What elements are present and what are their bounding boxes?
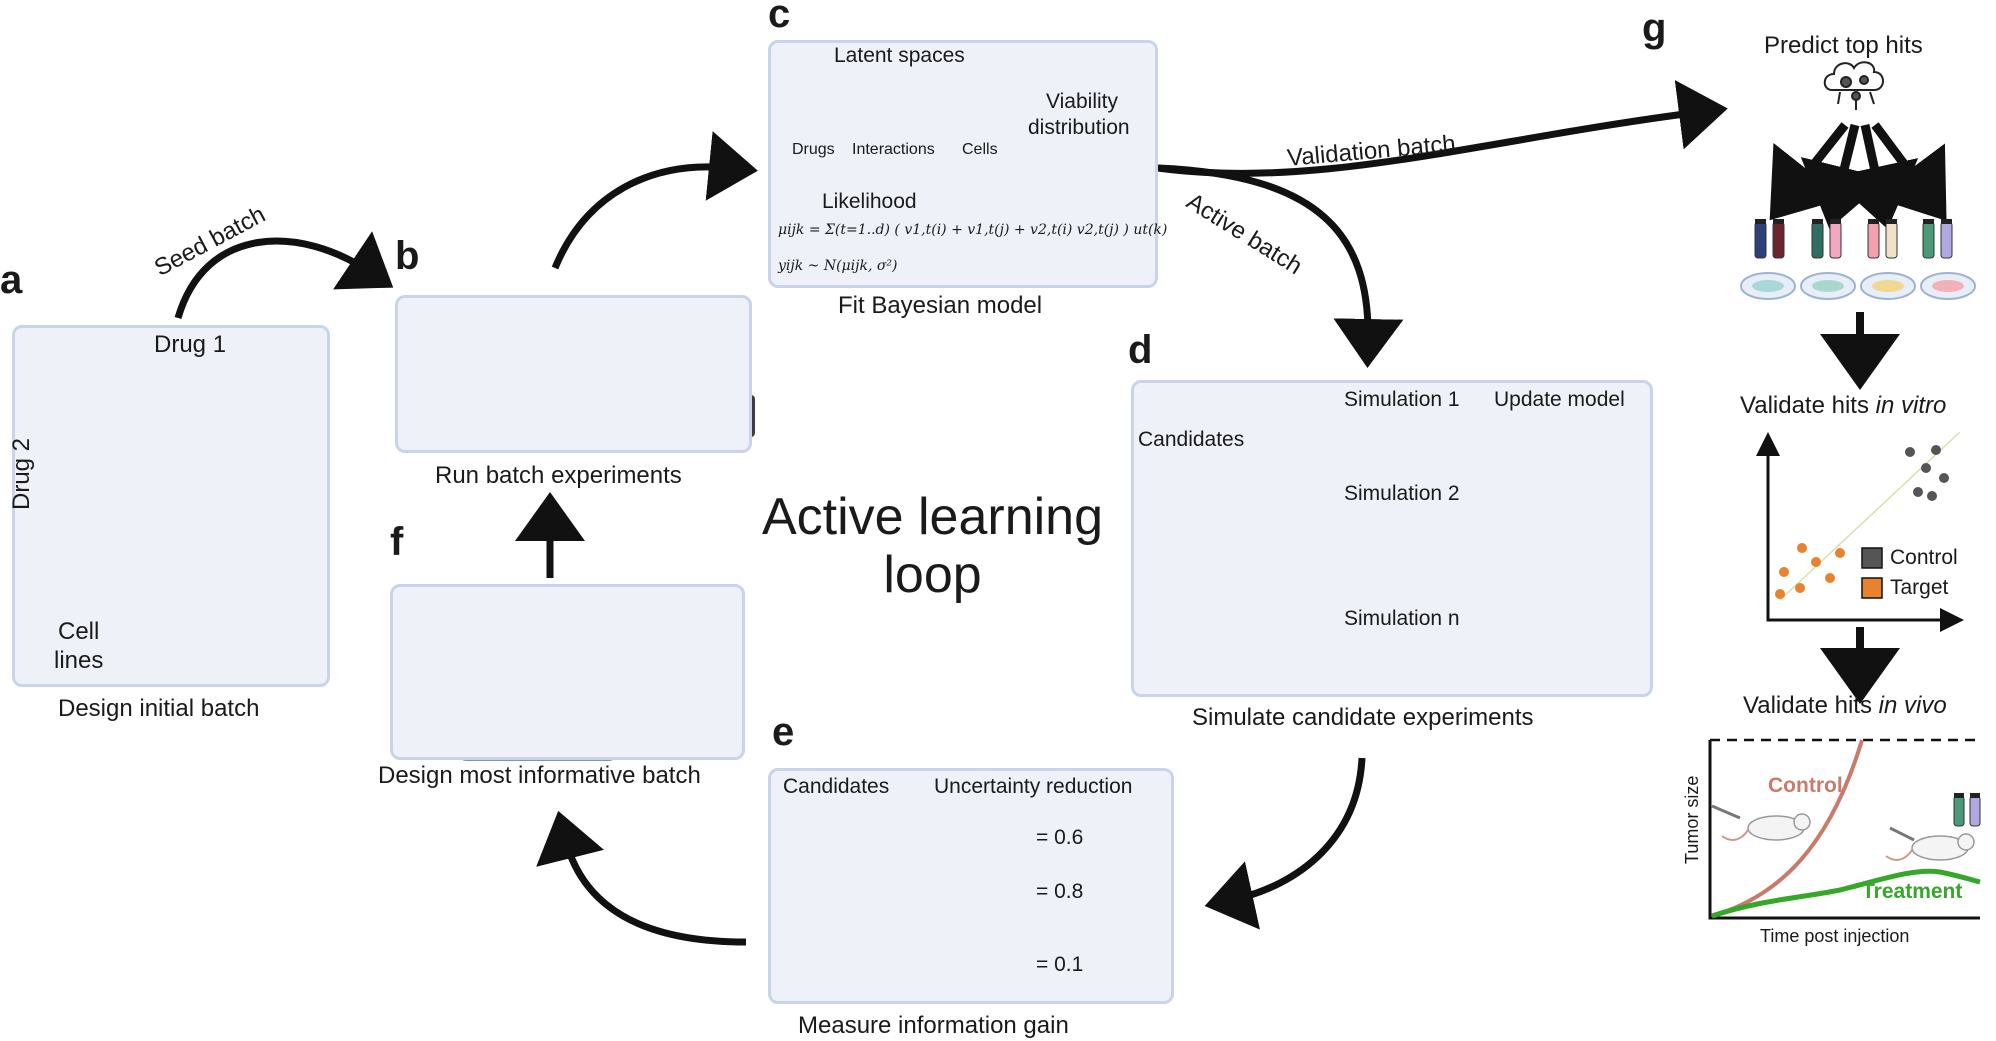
validate-in-vitro-em: in vitro [1875,392,1947,419]
center-title-line-1: Active learning [761,488,1104,546]
validate-in-vivo-prefix: Validate hits [1743,692,1879,719]
viability-label-1: Viability [1046,90,1118,113]
panel-letter-f: f [390,520,404,564]
legend-target-swatch [1861,577,1883,599]
cell-lines-label-1: Cell [58,618,100,645]
panel-a-caption: Design initial batch [58,695,260,722]
panel-d-caption: Simulate candidate experiments [1192,704,1534,731]
active-batch-arrow [1157,164,1404,368]
mouse-treated [1885,826,1975,861]
validate-in-vivo-em: in vivo [1878,692,1947,719]
treatment-curve-label: Treatment [1862,880,1963,903]
legend-control-swatch [1861,547,1883,569]
likelihood-equation-obs: yijk ~ N(μijk, σ²) [778,258,898,274]
panel-f-caption: Design most informative batch [378,762,701,789]
panel-c-box [768,40,1158,288]
seed-batch-arrow [174,231,394,319]
latent-label-interactions: Interactions [852,141,935,158]
likelihood-equation-mean: μijk = Σ(t=1..d) ( v1,t(i) + v1,t(j) + v… [778,222,1168,238]
drug2-label: Drug 2 [8,437,35,510]
legend-target-label: Target [1890,576,1949,599]
gain-value-3: = 0.1 [1036,953,1084,976]
panel-d-box [1131,380,1653,697]
simulation-1-label: Simulation 1 [1344,388,1460,411]
e-to-f-arrow [536,810,747,946]
e-candidates-label: Candidates [783,775,890,798]
cell-lines-label-2: lines [54,647,104,674]
panel-letter-a: a [0,258,23,302]
panel-letter-e: e [772,710,795,754]
gain-value-2: = 0.8 [1036,880,1084,903]
panel-letter-d: d [1128,328,1153,372]
uncertainty-label: Uncertainty reduction [934,775,1133,798]
panel-a-box [12,325,330,687]
predict-top-hits-label: Predict top hits [1764,32,1923,59]
center-title-line-2: loop [883,546,982,604]
likelihood-label: Likelihood [822,190,917,213]
hit-dishes [1740,272,1976,300]
time-axis-label: Time post injection [1760,926,1910,946]
gain-value-1: = 0.6 [1036,826,1084,849]
update-model-label: Update model [1494,388,1625,411]
latent-label-drugs: Drugs [792,141,835,158]
in-vivo-plot [1708,738,1981,920]
panel-f-box [390,584,745,760]
g-fan-arrow-4 [1871,122,1947,221]
panel-letter-b: b [395,234,420,278]
hit-tubes [1754,219,1953,259]
d-to-e-arrow [1204,757,1366,930]
simulation-n-label: Simulation n [1344,607,1460,630]
panel-e-caption: Measure information gain [798,1012,1069,1039]
panel-b-box [395,295,752,453]
d-candidates-label: Candidates [1138,428,1245,451]
control-curve-label: Control [1768,774,1843,797]
viability-label-2: distribution [1028,116,1130,139]
drug1-label: Drug 1 [154,331,227,358]
treatment-tubes [1953,793,1981,827]
validate-in-vitro-label: Validate hits in vitro [1740,392,1946,420]
brain-cloud-icon [1823,61,1884,110]
simulation-2-label: Simulation 2 [1344,482,1460,505]
panel-letter-g: g [1642,6,1667,50]
tumor-size-axis-label: Tumor size [1682,775,1702,864]
latent-label-cells: Cells [962,141,998,158]
panel-letter-c: c [768,0,791,36]
mouse-control [1711,804,1811,841]
validate-in-vivo-label: Validate hits in vivo [1743,692,1947,720]
legend-control-label: Control [1890,546,1958,569]
panel-b-caption: Run batch experiments [435,462,682,489]
latent-spaces-title: Latent spaces [834,44,965,67]
b-to-c-arrow [551,131,758,270]
panel-c-caption: Fit Bayesian model [838,292,1043,319]
validate-in-vitro-prefix: Validate hits [1740,392,1876,419]
panel-e-box [768,768,1174,1004]
in-vitro-scatter [1756,431,1964,632]
